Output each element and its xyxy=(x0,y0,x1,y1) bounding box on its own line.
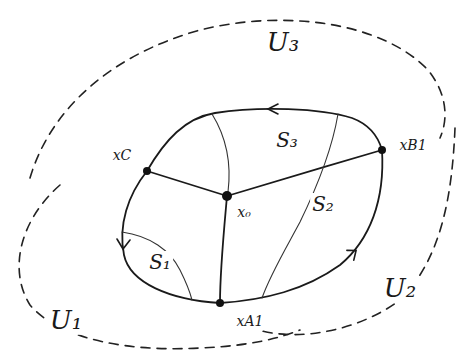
vertex-dot xyxy=(143,167,151,175)
point-label: xC xyxy=(111,148,134,163)
cube-top-edge xyxy=(147,109,382,171)
cube-inner-edge xyxy=(147,171,227,196)
face-label: S₁ xyxy=(147,251,173,273)
open-set-label: U₂ xyxy=(382,274,418,303)
cube-inner-edge xyxy=(227,150,382,196)
vertex-dot xyxy=(378,146,386,154)
point-label: x₀ xyxy=(235,205,253,220)
face-curve xyxy=(122,232,192,300)
face-curve xyxy=(212,114,229,192)
cube-inner-edge xyxy=(220,196,227,303)
orientation-arrow xyxy=(117,239,130,249)
orientation-arrow xyxy=(346,246,360,260)
vertex-dot xyxy=(222,191,232,201)
open-set-u1 xyxy=(19,185,300,349)
cube-left-edge xyxy=(122,171,220,303)
open-set-label: U₁ xyxy=(48,306,84,335)
point-label: xA1 xyxy=(235,314,266,329)
point-label: xB1 xyxy=(397,138,428,153)
cube-right-edge xyxy=(220,150,382,303)
face-curve xyxy=(262,114,338,298)
face-label: S₃ xyxy=(274,129,300,151)
orientation-arrow xyxy=(268,104,278,114)
face-label: S₂ xyxy=(310,193,336,215)
open-set-u2 xyxy=(258,128,455,335)
open-set-label: U₃ xyxy=(265,28,301,57)
vertex-dot xyxy=(216,299,224,307)
